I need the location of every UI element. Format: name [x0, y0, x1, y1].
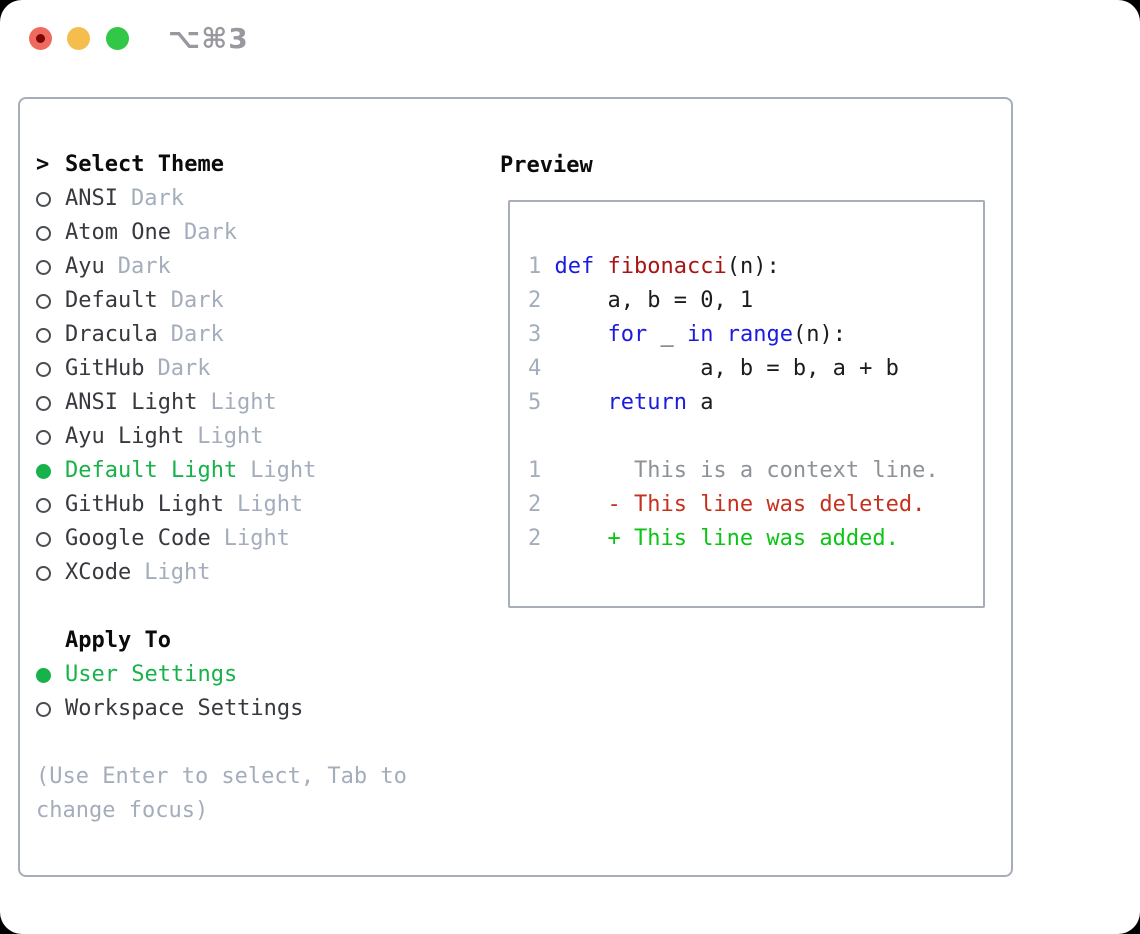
select-theme-header: > Select Theme	[36, 148, 480, 182]
theme-picker-panel: > Select Theme ANSI Dark Atom One Dark A…	[18, 97, 1013, 877]
theme-option-default-light[interactable]: Default Light Light	[36, 454, 480, 488]
theme-name: Dracula	[65, 322, 158, 347]
preview-column: Preview 1 def fibonacci(n): 2 a, b = 0, 1…	[480, 148, 1011, 875]
apply-to-option-list: User Settings Workspace Settings	[36, 658, 480, 726]
close-button[interactable]	[29, 27, 52, 50]
minimize-button[interactable]	[67, 27, 90, 50]
theme-name: Ayu Light	[65, 424, 185, 449]
theme-option-ayu-light[interactable]: Ayu Light Light	[36, 420, 480, 454]
preview-header: Preview	[500, 148, 1011, 182]
radio-icon	[36, 361, 65, 377]
help-text: (Use Enter to select, Tab to change focu…	[36, 764, 407, 823]
apply-to-header: Apply To	[36, 624, 480, 658]
apply-option-label: User Settings	[65, 662, 238, 687]
theme-variant: Light	[223, 526, 290, 551]
theme-variant: Dark	[183, 220, 237, 245]
theme-name: Ayu	[65, 254, 105, 279]
theme-name: ANSI Light	[65, 390, 198, 415]
theme-variant: Dark	[170, 322, 224, 347]
prompt-caret-icon: >	[36, 152, 50, 177]
apply-option-label: Workspace Settings	[65, 696, 304, 721]
theme-variant: Light	[144, 560, 211, 585]
theme-option-github-light[interactable]: GitHub Light Light	[36, 488, 480, 522]
theme-name: Default Light	[65, 458, 238, 483]
radio-icon	[36, 395, 65, 411]
radio-icon	[36, 259, 65, 275]
radio-icon	[36, 225, 65, 241]
theme-name: Google Code	[65, 526, 211, 551]
titlebar: ⌥⌘3	[0, 0, 1140, 76]
select-theme-title: Select Theme	[65, 152, 224, 177]
theme-option-ansi-light[interactable]: ANSI Light Light	[36, 386, 480, 420]
radio-icon	[36, 701, 65, 717]
theme-variant: Dark	[130, 186, 184, 211]
theme-name: Atom One	[65, 220, 171, 245]
radio-icon	[36, 463, 65, 479]
theme-name: ANSI	[65, 186, 118, 211]
code-line: 5 return a	[528, 390, 714, 415]
radio-icon	[36, 531, 65, 547]
radio-icon	[36, 191, 65, 207]
theme-option-github[interactable]: GitHub Dark	[36, 352, 480, 386]
theme-option-ayu[interactable]: Ayu Dark	[36, 250, 480, 284]
code-line: 3 for _ in range(n):	[528, 322, 846, 347]
close-button-dot	[36, 34, 45, 43]
code-line: 1 This is a context line.	[528, 458, 939, 483]
theme-variant: Dark	[170, 288, 224, 313]
code-preview: 1 def fibonacci(n): 2 a, b = 0, 1 3 for _ …	[528, 250, 983, 556]
radio-icon	[36, 667, 65, 683]
theme-option-dracula[interactable]: Dracula Dark	[36, 318, 480, 352]
radio-icon	[36, 293, 65, 309]
theme-variant: Dark	[117, 254, 171, 279]
theme-name: GitHub	[65, 356, 145, 381]
theme-variant: Light	[250, 458, 317, 483]
preview-box: 1 def fibonacci(n): 2 a, b = 0, 1 3 for _ …	[508, 200, 985, 608]
theme-option-xcode[interactable]: XCode Light	[36, 556, 480, 590]
theme-option-ansi[interactable]: ANSI Dark	[36, 182, 480, 216]
theme-variant: Light	[236, 492, 304, 517]
apply-option-user-settings[interactable]: User Settings	[36, 658, 480, 692]
theme-variant: Light	[197, 424, 264, 449]
theme-option-google-code[interactable]: Google Code Light	[36, 522, 480, 556]
apply-to-title: Apply To	[65, 628, 171, 653]
theme-variant: Dark	[157, 356, 211, 381]
radio-icon	[36, 497, 65, 513]
spacer	[36, 590, 480, 624]
code-line: 2 - This line was deleted.	[528, 492, 926, 517]
theme-name: XCode	[65, 560, 132, 585]
theme-option-atom-one[interactable]: Atom One Dark	[36, 216, 480, 250]
theme-option-list: ANSI Dark Atom One Dark Ayu Dark Default…	[36, 182, 480, 590]
radio-icon	[36, 327, 65, 343]
code-line: 2 + This line was added.	[528, 526, 899, 551]
theme-name: GitHub Light	[65, 492, 224, 517]
code-line	[528, 420, 983, 454]
radio-icon	[36, 429, 65, 445]
theme-name: Default	[65, 288, 158, 313]
apply-option-workspace-settings[interactable]: Workspace Settings	[36, 692, 480, 726]
code-line: 1 def fibonacci(n):	[528, 254, 780, 279]
theme-list-column: > Select Theme ANSI Dark Atom One Dark A…	[20, 148, 480, 875]
zoom-button[interactable]	[106, 27, 129, 50]
theme-option-default[interactable]: Default Dark	[36, 284, 480, 318]
theme-variant: Light	[210, 390, 277, 415]
radio-icon	[36, 565, 65, 581]
preview-title: Preview	[500, 152, 593, 178]
code-line: 4 a, b = b, a + b	[528, 356, 899, 381]
window-hotkey-label: ⌥⌘3	[168, 22, 249, 55]
code-line: 2 a, b = 0, 1	[528, 288, 754, 313]
